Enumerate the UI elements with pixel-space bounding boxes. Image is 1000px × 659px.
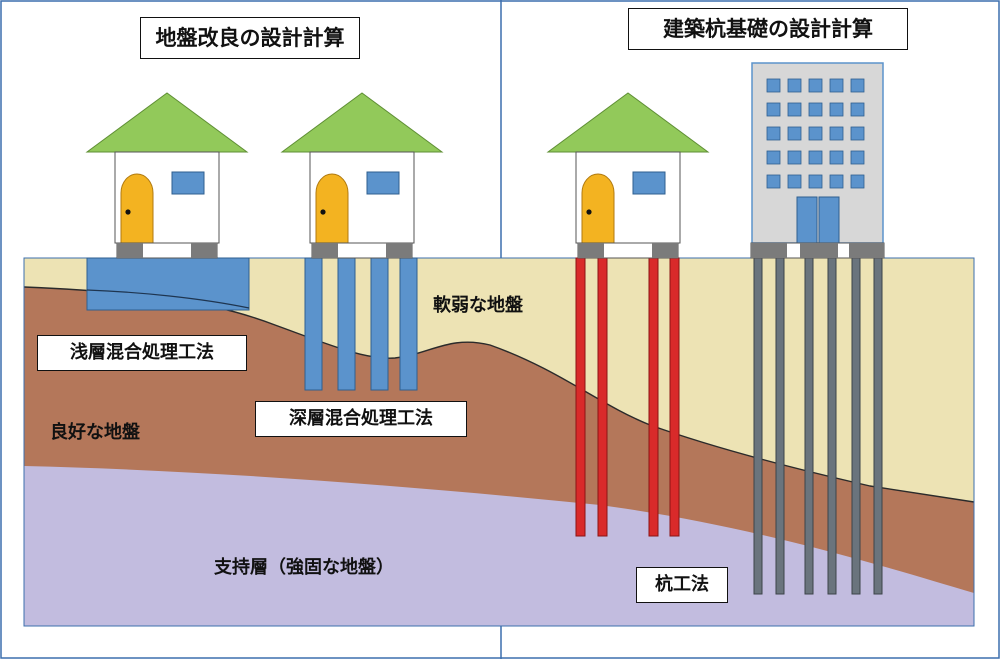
building-windows xyxy=(766,78,865,189)
house-deep-improvement xyxy=(281,92,443,259)
good-ground-label: 良好な地盤 xyxy=(50,422,140,443)
building-window xyxy=(787,174,802,189)
concrete-pile xyxy=(851,257,861,595)
pile-cap xyxy=(849,243,884,258)
building-window xyxy=(787,150,802,165)
building-window xyxy=(808,126,823,141)
building-window xyxy=(808,102,823,117)
shallow-block-boundary-line xyxy=(86,289,250,309)
building-window xyxy=(829,150,844,165)
concrete-pile xyxy=(827,257,837,595)
office-building xyxy=(750,62,885,259)
building-window xyxy=(829,78,844,93)
building-window xyxy=(850,150,865,165)
building-window xyxy=(808,150,823,165)
shallow-improvement-block xyxy=(86,257,250,311)
soft-good-boundary-line xyxy=(23,286,975,503)
building-window xyxy=(766,150,781,165)
house-steel-piles xyxy=(547,92,709,259)
steel-pile xyxy=(575,257,586,537)
bearing-layer-label: 支持層（強固な地盤） xyxy=(214,557,394,578)
building-entrance-right xyxy=(818,196,840,244)
pile-cap xyxy=(751,243,787,258)
left-panel-title: 地盤改良の設計計算 xyxy=(140,17,360,59)
concrete-pile xyxy=(873,257,883,595)
building-window xyxy=(850,126,865,141)
building-window xyxy=(850,78,865,93)
right-panel-title: 建築杭基礎の設計計算 xyxy=(628,8,908,50)
building-window xyxy=(766,102,781,117)
steel-pile xyxy=(648,257,659,537)
building-window xyxy=(829,102,844,117)
improvement-column xyxy=(370,257,389,391)
shallow-method-label: 浅層混合処理工法 xyxy=(37,335,247,371)
concrete-pile xyxy=(775,257,785,595)
building-window xyxy=(787,126,802,141)
bearing-layer xyxy=(24,466,974,626)
building-window xyxy=(850,174,865,189)
concrete-pile xyxy=(753,257,763,595)
improvement-column xyxy=(337,257,356,391)
building-window xyxy=(787,102,802,117)
building-window xyxy=(766,126,781,141)
building-entrance-left xyxy=(796,196,818,244)
soft-ground-label: 軟弱な地盤 xyxy=(433,295,523,316)
building-window xyxy=(766,78,781,93)
building-window xyxy=(766,174,781,189)
concrete-pile xyxy=(804,257,814,595)
building-window xyxy=(829,126,844,141)
building-window xyxy=(850,102,865,117)
deep-method-label: 深層混合処理工法 xyxy=(255,401,467,437)
steel-pile xyxy=(597,257,608,537)
building-window xyxy=(808,174,823,189)
house-shallow-improvement xyxy=(86,92,248,259)
improvement-column xyxy=(399,257,418,391)
ground-frame xyxy=(23,257,975,627)
improvement-column xyxy=(304,257,323,391)
building-window xyxy=(808,78,823,93)
pile-method-label: 杭工法 xyxy=(636,567,728,603)
building-window xyxy=(787,78,802,93)
pile-cap xyxy=(800,243,838,258)
steel-pile xyxy=(669,257,680,537)
building-window xyxy=(829,174,844,189)
